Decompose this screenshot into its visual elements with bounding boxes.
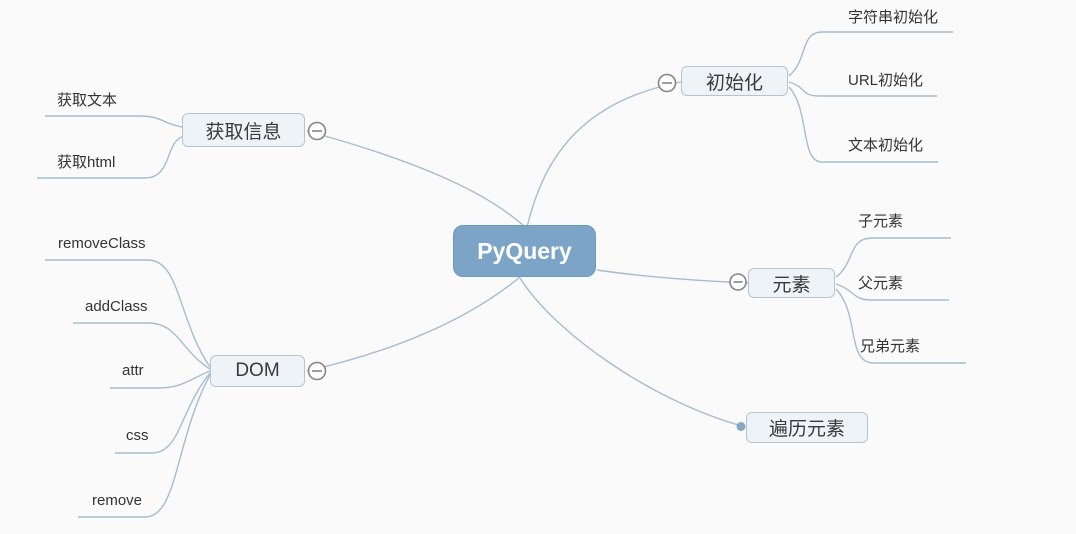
connector-line [110,370,211,389]
root-topic-label: PyQuery [477,237,572,264]
subtopic-string-init[interactable]: 字符串初始化 [848,9,939,26]
connector-line [596,269,749,284]
connector-line [73,322,211,370]
connector-line [45,259,211,368]
subtopic-sibling-element[interactable]: 兄弟元素 [860,338,921,355]
connector-line [115,372,211,454]
connector-line [788,31,953,77]
connector-line [835,283,949,301]
topic-init[interactable]: 初始化 [681,66,788,96]
subtopic-parent-element[interactable]: 父元素 [858,275,904,292]
topic-traverse[interactable]: 遍历元素 [746,412,868,443]
connector-line [788,81,937,97]
connector-line [835,237,951,278]
connector-line [835,288,966,364]
topic-label: 遍历元素 [768,419,845,440]
collapse-minus-icon[interactable] [307,361,327,381]
subtopic-addclass[interactable]: addClass [85,298,148,315]
topic-get-info[interactable]: 获取信息 [182,113,305,147]
topic-label: 获取信息 [205,121,282,143]
connector-line [37,136,183,179]
subtopic-get-text[interactable]: 获取文本 [57,92,118,109]
branch-dot-icon [736,422,746,431]
root-topic-pyquery[interactable]: PyQuery [453,225,596,277]
connector-line [45,115,183,128]
subtopic-removeclass[interactable]: removeClass [58,235,146,252]
topic-label: 初始化 [705,72,763,94]
connector-line [526,81,682,228]
subtopic-css[interactable]: css [126,427,149,444]
connector-line [306,130,526,228]
subtopic-remove[interactable]: remove [92,492,143,509]
subtopic-child-element[interactable]: 子元素 [858,213,904,230]
collapse-minus-icon[interactable] [657,73,677,93]
subtopic-get-html[interactable]: 获取html [57,154,116,171]
subtopic-attr[interactable]: attr [122,362,144,379]
topic-label: DOM [235,360,280,381]
connector-line [788,86,938,163]
topic-dom[interactable]: DOM [210,355,305,387]
topic-element[interactable]: 元素 [748,268,835,298]
connector-line [78,374,211,518]
collapse-minus-icon[interactable] [307,121,327,141]
subtopic-text-init[interactable]: 文本初始化 [848,137,924,154]
connector-line [519,277,743,427]
subtopic-url-init[interactable]: URL初始化 [848,72,924,89]
connector-line [306,276,521,372]
collapse-minus-icon[interactable] [729,273,747,291]
topic-label: 元素 [772,274,811,296]
